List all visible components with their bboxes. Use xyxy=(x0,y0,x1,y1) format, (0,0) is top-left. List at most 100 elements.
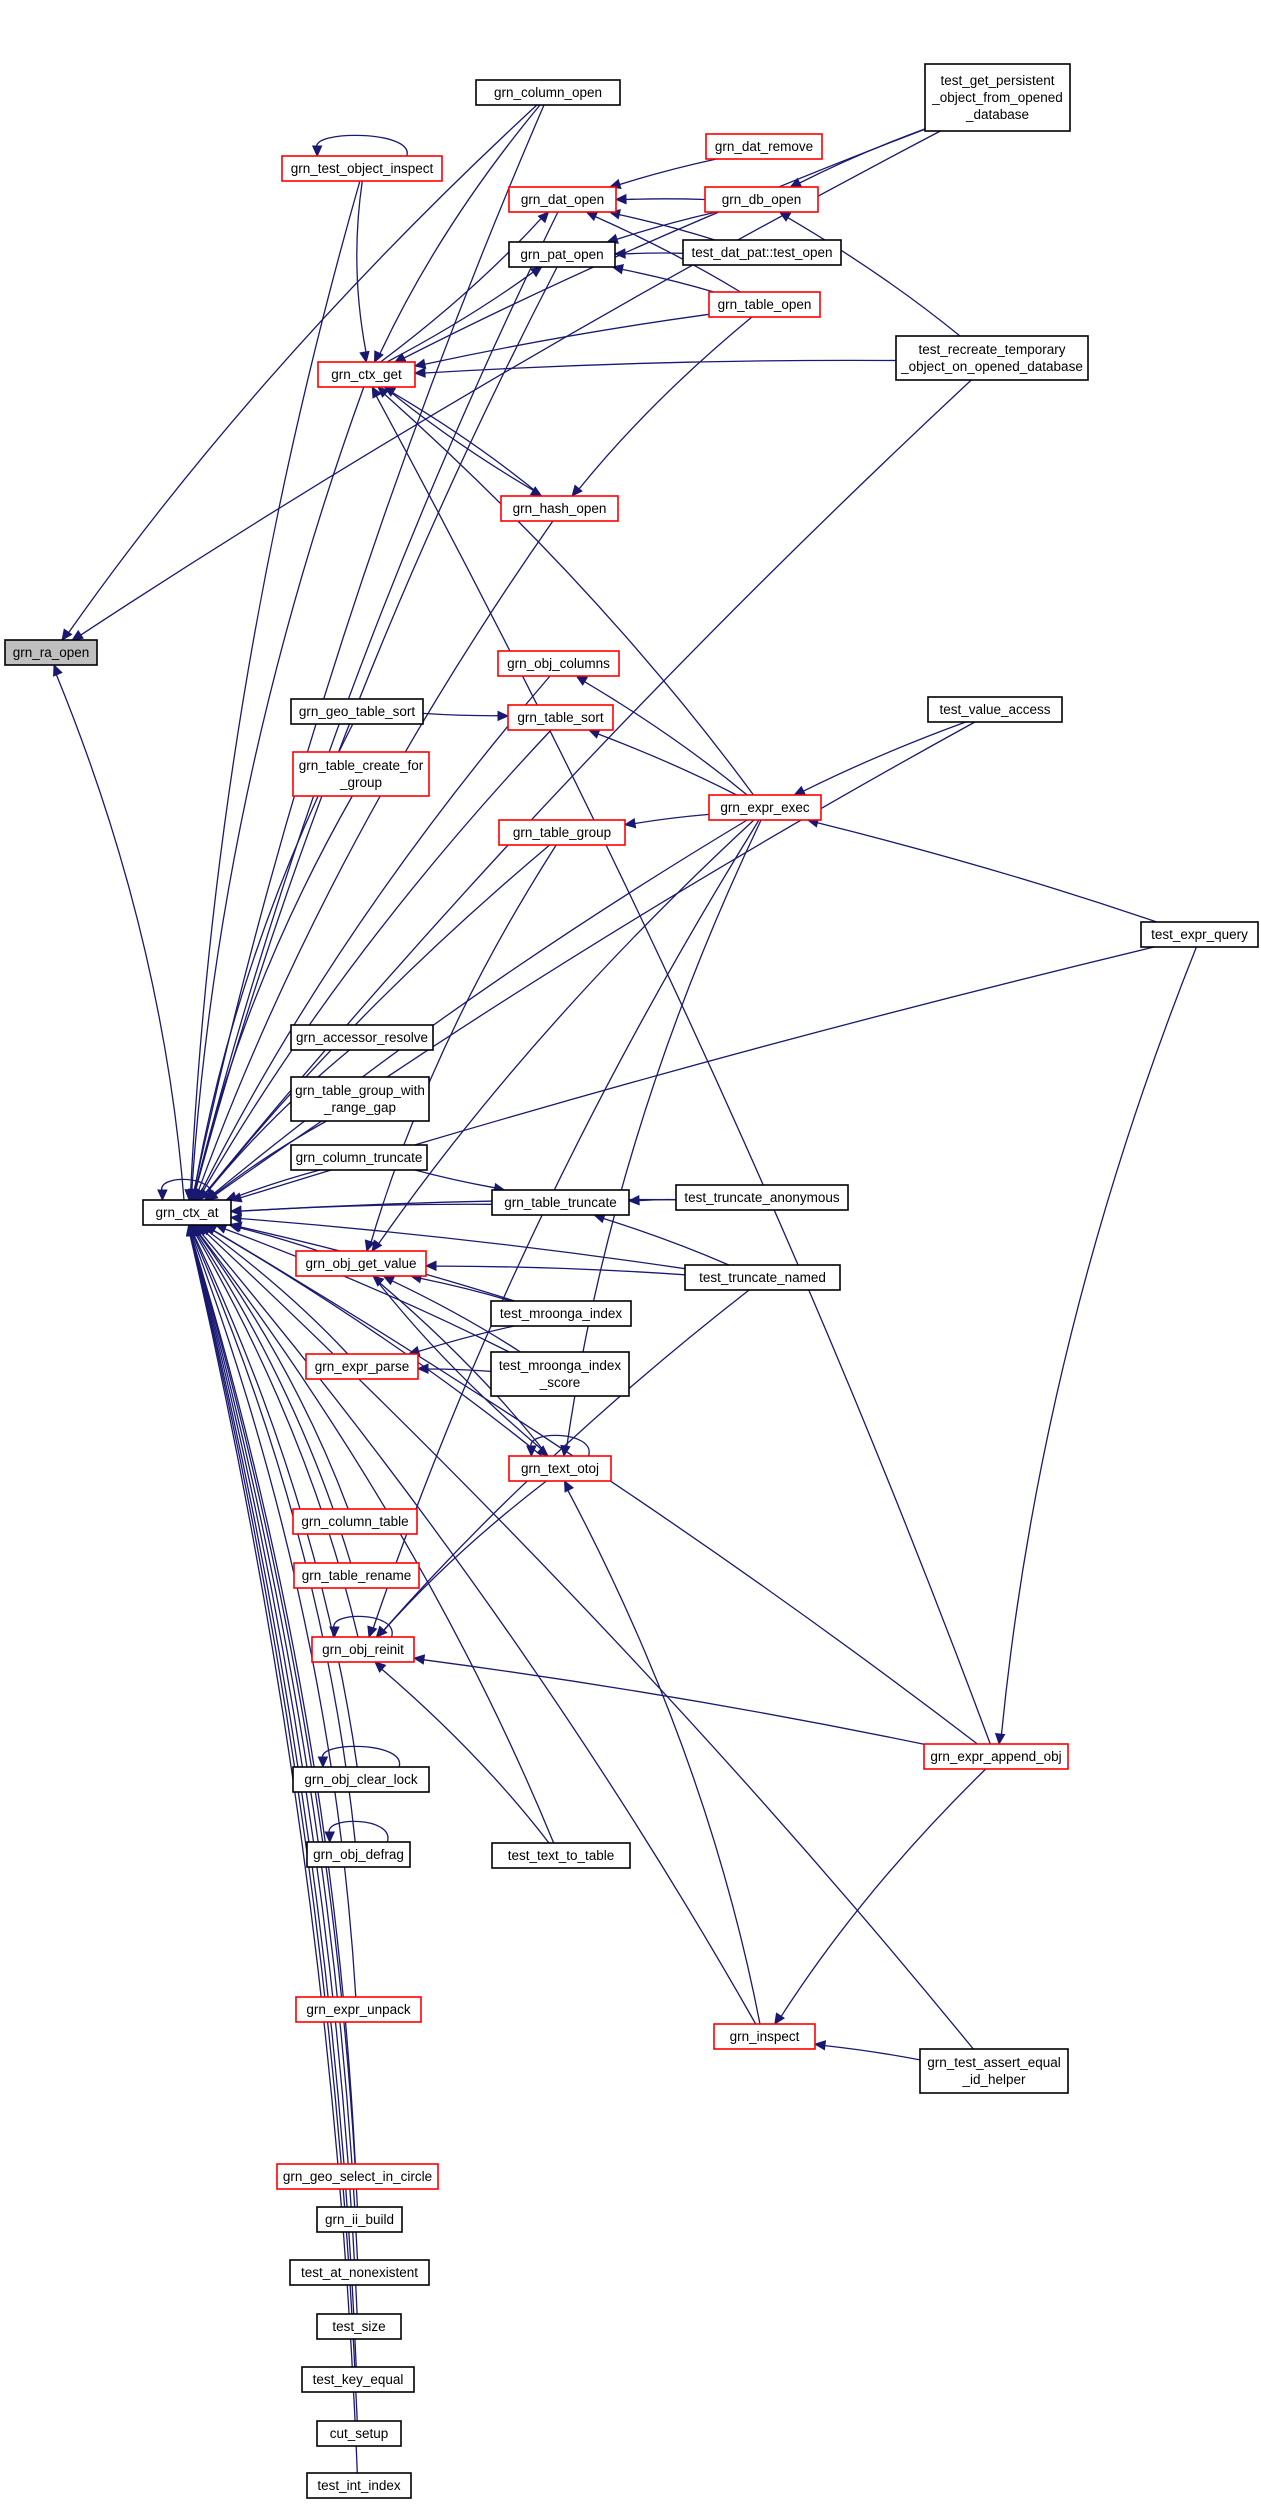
node-dat-remove[interactable]: grn_dat_remove xyxy=(705,133,823,160)
node-test-recreate[interactable]: test_recreate_temporary_object_on_opened… xyxy=(895,335,1089,381)
node-label: grn_table_group xyxy=(513,825,611,840)
edge-line xyxy=(214,1120,327,1196)
edge-expr-parse-to-ctx-at xyxy=(200,1224,349,1355)
node-expr-exec[interactable]: grn_expr_exec xyxy=(708,794,822,821)
node-text-otoj[interactable]: grn_text_otoj xyxy=(508,1455,612,1482)
node-table-group[interactable]: grn_table_group xyxy=(498,819,626,846)
edge-obj-defrag-to-obj-defrag xyxy=(324,1820,389,1844)
node-label: grn_pat_open xyxy=(520,247,603,262)
edge-line xyxy=(191,1234,357,1998)
node-ctx-get[interactable]: grn_ctx_get xyxy=(317,361,416,388)
node-dat-open[interactable]: grn_dat_open xyxy=(508,186,617,213)
arrowhead xyxy=(317,1756,329,1769)
node-label: test_truncate_named xyxy=(699,1270,826,1285)
node-box xyxy=(675,1184,849,1211)
node-hash-open[interactable]: grn_hash_open xyxy=(500,495,619,522)
node-test-assert-equal-id-helper[interactable]: grn_test_assert_equal_id_helper xyxy=(919,2048,1069,2094)
node-test-expr-query[interactable]: test_expr_query xyxy=(1140,921,1259,948)
node-label: test_mroonga_index xyxy=(499,1358,622,1373)
node-pat-open[interactable]: grn_pat_open xyxy=(508,241,616,268)
node-expr-parse[interactable]: grn_expr_parse xyxy=(305,1353,419,1380)
edge-line xyxy=(372,819,760,1629)
node-table-open[interactable]: grn_table_open xyxy=(708,291,821,318)
node-table-create-for-group[interactable]: grn_table_create_for_group xyxy=(292,751,430,797)
node-test-get-persistent[interactable]: test_get_persistent_object_from_opened_d… xyxy=(924,63,1071,132)
node-box xyxy=(682,239,842,266)
node-obj-clear-lock[interactable]: grn_obj_clear_lock xyxy=(292,1766,430,1793)
node-ii-build[interactable]: grn_ii_build xyxy=(316,2206,403,2233)
edge-test-expr-query-to-expr-append-obj xyxy=(994,946,1198,1746)
edge-table-group-to-obj-get-value xyxy=(364,844,557,1253)
edge-line xyxy=(375,395,991,1745)
node-table-sort[interactable]: grn_table_sort xyxy=(507,704,614,731)
node-column-open[interactable]: grn_column_open xyxy=(475,79,621,106)
node-test-value-access[interactable]: test_value_access xyxy=(927,696,1063,723)
node-label: test_value_access xyxy=(939,702,1050,717)
node-obj-get-value[interactable]: grn_obj_get_value xyxy=(295,1250,427,1277)
node-table-rename[interactable]: grn_table_rename xyxy=(293,1562,420,1589)
node-box xyxy=(295,1996,422,2023)
node-geo-table-sort[interactable]: grn_geo_table_sort xyxy=(290,698,424,725)
node-test-size[interactable]: test_size xyxy=(316,2313,402,2340)
node-label: grn_dat_remove xyxy=(715,139,813,154)
arrowhead xyxy=(563,1479,575,1493)
edge-line xyxy=(403,128,926,359)
node-test-truncate-anonymous[interactable]: test_truncate_anonymous xyxy=(675,1184,849,1211)
node-test-truncate-named[interactable]: test_truncate_named xyxy=(684,1264,841,1291)
node-box xyxy=(276,2163,439,2190)
arrowhead xyxy=(229,1205,242,1216)
edge-line xyxy=(316,134,408,157)
node-obj-columns[interactable]: grn_obj_columns xyxy=(497,650,620,677)
node-test-key-equal[interactable]: test_key_equal xyxy=(301,2366,415,2393)
node-expr-unpack[interactable]: grn_expr_unpack xyxy=(295,1996,422,2023)
arrowhead xyxy=(416,1363,429,1374)
edge-line xyxy=(392,392,542,497)
node-test-dat-pat-open[interactable]: test_dat_pat::test_open xyxy=(682,239,842,266)
node-cut-setup[interactable]: cut_setup xyxy=(316,2420,402,2447)
arrowhead xyxy=(367,1625,378,1639)
edge-table-open-to-ctx-get xyxy=(413,313,710,369)
edge-test-assert-equal-id-helper-to-ctx-at xyxy=(197,1224,974,2050)
node-table-group-with-range-gap[interactable]: grn_table_group_with_range_gap xyxy=(290,1076,430,1122)
node-box xyxy=(919,2048,1069,2094)
edge-db-open-to-pat-open xyxy=(606,211,717,244)
node-db-open[interactable]: grn_db_open xyxy=(704,186,819,213)
arrowhead xyxy=(560,1444,571,1458)
node-ctx-at[interactable]: grn_ctx_at xyxy=(142,1199,232,1226)
node-inspect[interactable]: grn_inspect xyxy=(713,2023,816,2050)
node-label: grn_text_otoj xyxy=(521,1461,599,1476)
node-test-mroonga-index-score[interactable]: test_mroonga_index_score xyxy=(490,1351,630,1397)
node-test-at-nonexistent[interactable]: test_at_nonexistent xyxy=(289,2259,430,2286)
node-geo-select-in-circle[interactable]: grn_geo_select_in_circle xyxy=(276,2163,439,2190)
node-box xyxy=(708,291,821,318)
node-test-text-to-table[interactable]: test_text_to_table xyxy=(491,1842,631,1869)
edge-test-assert-equal-id-helper-to-inspect xyxy=(813,2040,921,2061)
node-box xyxy=(508,241,616,268)
node-label: test_text_to_table xyxy=(508,1848,615,1863)
edge-line xyxy=(379,104,541,354)
node-box xyxy=(491,1189,630,1216)
node-label: grn_db_open xyxy=(722,192,802,207)
node-box xyxy=(290,1144,428,1171)
node-accessor-resolve[interactable]: grn_accessor_resolve xyxy=(290,1024,434,1051)
edge-line xyxy=(619,158,717,186)
node-ra-open[interactable]: grn_ra_open xyxy=(4,639,98,666)
edge-line xyxy=(418,1325,515,1353)
edge-test-truncate-named-to-table-truncate xyxy=(593,1213,730,1266)
edge-line xyxy=(190,1234,359,2208)
node-test-int-index[interactable]: test_int_index xyxy=(306,2472,412,2499)
node-obj-defrag[interactable]: grn_obj_defrag xyxy=(306,1841,411,1868)
node-box xyxy=(704,186,819,213)
edge-line xyxy=(380,218,542,363)
node-column-table[interactable]: grn_column_table xyxy=(292,1508,418,1535)
edge-column-truncate-to-table-truncate xyxy=(414,1169,506,1194)
node-obj-reinit[interactable]: grn_obj_reinit xyxy=(311,1636,415,1663)
edge-line xyxy=(578,316,753,490)
edge-line xyxy=(194,795,353,1191)
node-column-truncate[interactable]: grn_column_truncate xyxy=(290,1144,428,1171)
node-test-object-inspect[interactable]: grn_test_object_inspect xyxy=(281,155,443,182)
node-expr-append-obj[interactable]: grn_expr_append_obj xyxy=(923,1743,1069,1770)
node-test-mroonga-index[interactable]: test_mroonga_index xyxy=(490,1300,632,1327)
node-table-truncate[interactable]: grn_table_truncate xyxy=(491,1189,630,1216)
edge-test-object-inspect-to-ctx-get xyxy=(356,180,370,364)
